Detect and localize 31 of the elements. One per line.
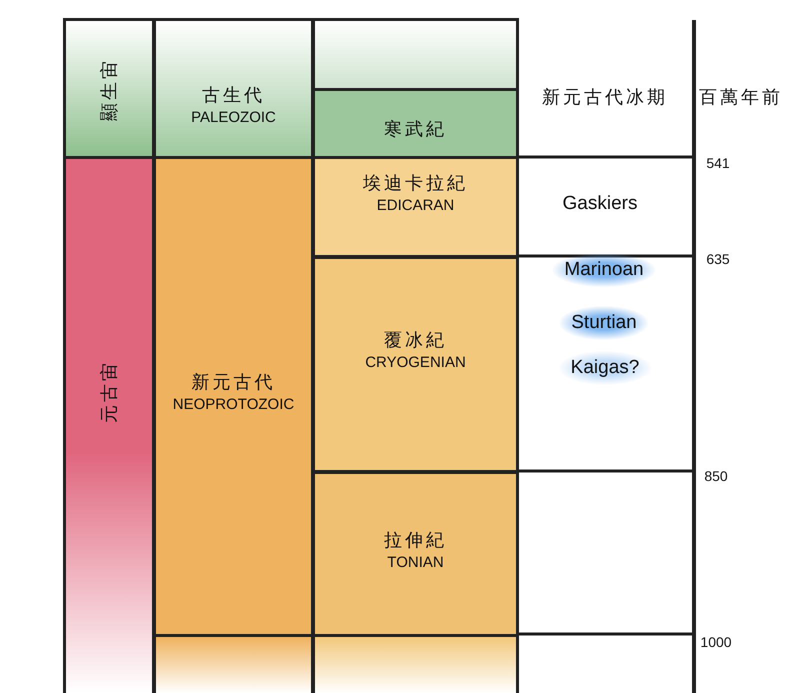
cell-label: 寒武紀 — [384, 118, 447, 141]
age-label: 635 — [706, 251, 730, 267]
cell-label: NEOPROTOZOIC — [172, 396, 294, 413]
column-header: 百萬年前 — [699, 86, 783, 109]
cell-label: 顯生宙 — [98, 58, 121, 120]
age-label: 541 — [706, 155, 730, 171]
cell-label: EDICARAN — [376, 196, 454, 214]
age-label: 850 — [704, 468, 728, 484]
gradient-cell — [312, 634, 519, 693]
cell-label: 元古宙 — [98, 360, 121, 422]
column-header: 新元古代冰期 — [542, 86, 668, 109]
gradient-cell — [312, 18, 519, 91]
glaciation-label: Sturtian — [559, 306, 649, 340]
cell-label: 古生代 — [202, 84, 265, 106]
period-cell — [312, 256, 519, 473]
glaciation-label: Marinoan — [552, 253, 656, 287]
cell-label: PALEOZOIC — [191, 108, 276, 126]
cell-label: TONIAN — [387, 554, 444, 570]
glaciation-label: Gaskiers — [562, 192, 638, 216]
period-cell — [312, 156, 519, 258]
cell-label: 新元古代 — [192, 371, 276, 394]
period-cell — [312, 471, 519, 637]
period-cell — [153, 156, 314, 637]
glaciation-label: Kaigas? — [558, 351, 652, 385]
cell-label: 埃迪卡拉紀 — [363, 172, 468, 194]
cell-label: 拉伸紀 — [384, 528, 447, 552]
age-label: 1000 — [700, 634, 732, 650]
period-cell — [63, 156, 155, 693]
cell-label: 覆冰紀 — [384, 329, 447, 352]
cell-label: CRYOGENIAN — [365, 354, 466, 371]
gradient-cell — [153, 634, 314, 693]
